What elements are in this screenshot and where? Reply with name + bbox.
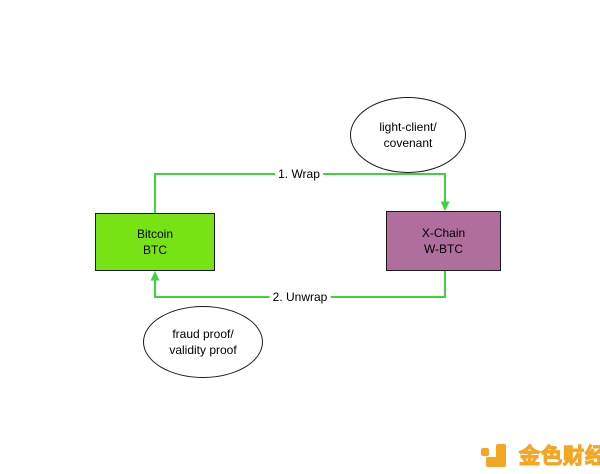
edge-label-wrap: 1. Wrap [275, 167, 323, 181]
wrap-arrowhead-icon [440, 201, 450, 211]
jinse-logo-text: 金色财经 [518, 444, 600, 468]
node-label-line: BTC [143, 243, 167, 257]
node-label-line: Bitcoin [136, 226, 174, 241]
node-label-line: covenant [383, 136, 433, 150]
edge-label-unwrap: 2. Unwrap [269, 290, 331, 304]
node-light-client-covenant: light-client/ covenant [350, 97, 466, 173]
node-label-line: validity proof [169, 343, 237, 357]
node-label-line: W-BTC [423, 242, 464, 256]
jinse-blocks-icon [481, 443, 506, 467]
node-label-line: light-client/ [379, 119, 437, 134]
node-label-line: X-Chain [421, 225, 466, 240]
node-label-line: fraud proof/ [172, 326, 234, 341]
node-xchain-wbtc: X-Chain W-BTC [386, 211, 501, 271]
node-fraud-validity-proof: fraud proof/ validity proof [143, 306, 263, 378]
node-bitcoin-btc: Bitcoin BTC [95, 213, 215, 271]
jinse-finance-logo: 金色财经 [480, 440, 600, 470]
unwrap-arrowhead-icon [150, 271, 160, 281]
